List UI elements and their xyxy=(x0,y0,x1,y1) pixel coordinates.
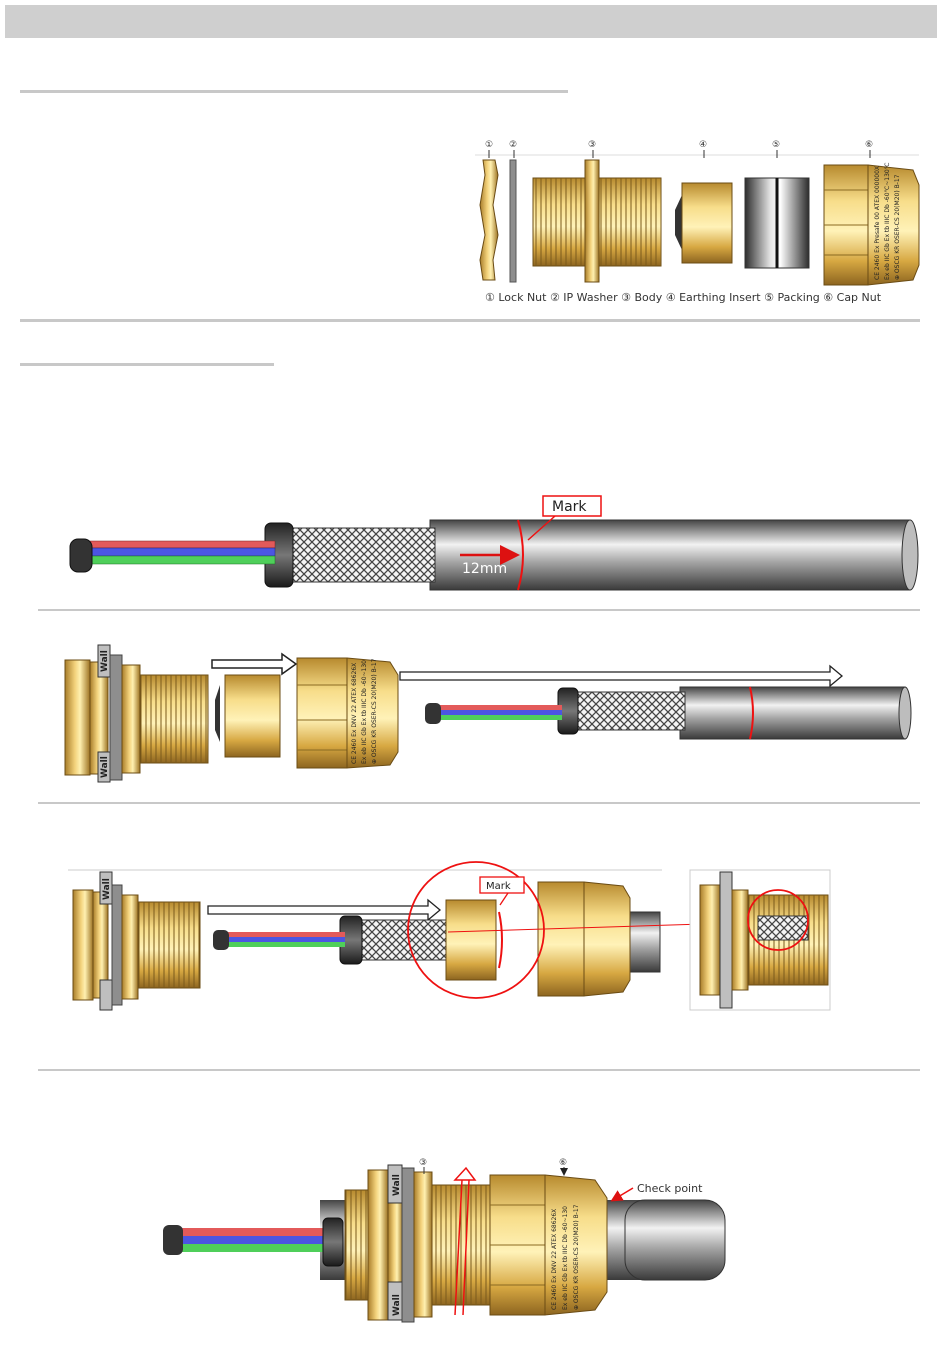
wall-label-s4-top: Wall xyxy=(392,1174,402,1196)
part-number-5: ⑤ xyxy=(772,140,780,150)
lock-nut xyxy=(479,159,499,281)
cap-marking-s4-2: Ex eb IIC Gb Ex tb IIIC Db -60~130 xyxy=(562,1206,569,1310)
final-assembly-diagram: Wall Wall CE 2460 Ex DNV 22 ATEX 68626X … xyxy=(163,1158,726,1323)
header-bar xyxy=(5,5,937,38)
cap-nut: CE 2460 Ex Presafe 00 ATEX 000000X Ex eb… xyxy=(823,162,920,286)
cap-marking-s2-3: ⊕ OSCG KR OSER-CS 20(M20) B-17 xyxy=(371,658,378,764)
part-number-4: ④ xyxy=(699,140,707,150)
length-label: 12mm xyxy=(462,561,507,577)
parts-caption: ① Lock Nut ② IP Washer ③ Body ④ Earthing… xyxy=(485,291,882,304)
parts-diagram: CE 2460 Ex Presafe 00 ATEX 000000X Ex eb… xyxy=(475,140,920,304)
insert-step-diagram: Wall Wall CE 2460 Ex DNV 22 ATEX 68626X … xyxy=(64,644,912,783)
section-rule-5 xyxy=(38,802,920,804)
cap-marking-s2-2: Ex eb IIC Gb Ex tb IIIC Db -60~130 xyxy=(361,660,368,764)
section-rule-6 xyxy=(38,1069,920,1071)
cap-marking-1: CE 2460 Ex Presafe 00 ATEX 000000X xyxy=(874,166,881,280)
cap-marking-2: Ex eb IIC Gb Ex tb IIIC Db -60℃~130℃ xyxy=(884,162,891,280)
part-number-1: ① xyxy=(485,140,493,150)
body xyxy=(532,159,662,283)
mark-alignment-diagram: Wall Mark xyxy=(68,861,831,1011)
check-point-label: Check point xyxy=(637,1182,703,1195)
wall-label-s4-bottom: Wall xyxy=(392,1294,402,1316)
cap-number: ⑥ xyxy=(559,1158,567,1168)
part-number-2: ② xyxy=(509,140,517,150)
earthing-insert xyxy=(675,182,733,264)
section-rule-3 xyxy=(20,363,274,366)
wall-label-top: Wall xyxy=(100,650,110,672)
mark-label-s3: Mark xyxy=(486,881,511,892)
mark-label: Mark xyxy=(552,499,587,515)
section-rule-2 xyxy=(20,319,920,322)
cable-prep-diagram: 12mm Mark xyxy=(69,495,919,591)
ip-washer xyxy=(509,159,517,283)
wall-label-bottom: Wall xyxy=(100,756,110,778)
wall-label-s3: Wall xyxy=(102,878,112,900)
cap-marking-s4-1: CE 2460 Ex DNV 22 ATEX 68626X xyxy=(551,1209,558,1310)
cap-marking-3: ⊕ OSCG KR OSER-CS 20(M20) B-17 xyxy=(894,174,901,280)
part-number-6: ⑥ xyxy=(865,140,873,150)
body-number: ③ xyxy=(419,1158,427,1168)
cap-marking-s4-3: ⊕ OSCG KR OSER-CS 20(M20) B-17 xyxy=(573,1204,580,1310)
section-rule-1 xyxy=(20,90,568,93)
cap-marking-s2-1: CE 2460 Ex DNV 22 ATEX 68626X xyxy=(351,663,358,764)
part-number-3: ③ xyxy=(588,140,596,150)
section-rule-4 xyxy=(38,609,920,611)
packing xyxy=(744,177,810,269)
